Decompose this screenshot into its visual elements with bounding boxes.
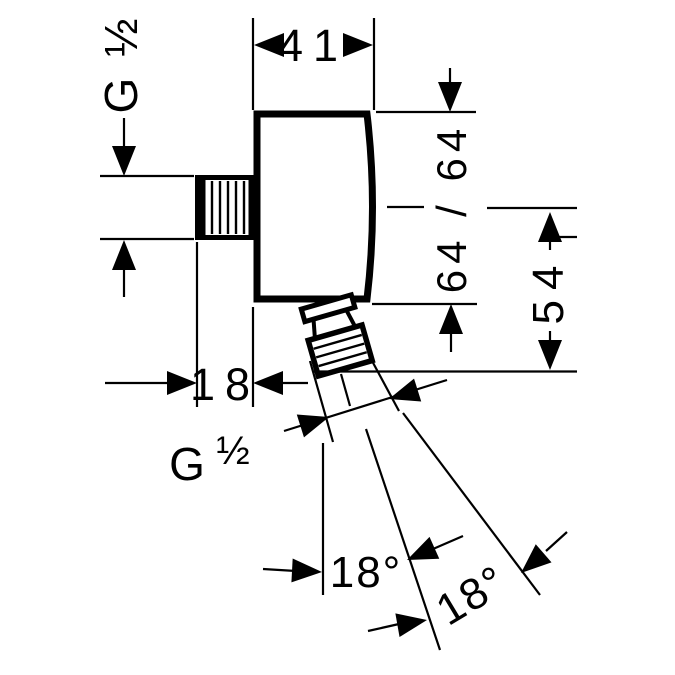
arrow-tail-right: [545, 531, 568, 552]
outlet-edge-extension: [370, 358, 400, 412]
angle-outer-label-group: 18°: [428, 556, 515, 635]
angle-arrow-left: [395, 608, 430, 638]
outlet-thread-hatching: [313, 333, 368, 368]
outlet-axis-line: [364, 428, 442, 651]
body: [253, 110, 376, 303]
dimension-arrow-up: [112, 240, 136, 270]
cone-edge-right: [402, 412, 541, 596]
axis-stub: [339, 373, 352, 407]
outlet-connector: [298, 291, 376, 380]
inlet-thread-label-group: G ½: [95, 15, 147, 114]
arrow-tail-left: [367, 622, 400, 633]
swivel-cone: [308, 358, 577, 651]
dim-height: 64 / 64: [372, 68, 477, 352]
inlet-connector: [195, 175, 254, 240]
dimension-arrow-down: [538, 340, 562, 370]
angle-inner-label: 18°: [330, 548, 403, 597]
inlet-thread-hatching: [210, 181, 246, 234]
dim-inlet-thread: G ½: [95, 15, 194, 297]
dimension-arrow-up: [439, 304, 463, 334]
drop-label-group: 54: [524, 256, 573, 325]
angle-arrow-left: [291, 558, 323, 584]
body-outline: [253, 110, 376, 303]
dim-angle-inner: 18°: [262, 534, 464, 597]
dim-width-label: 41: [278, 20, 348, 71]
dimension-arrow-down: [438, 82, 462, 112]
dim-drop-label: 54: [524, 256, 573, 325]
arrow-tail-right: [432, 534, 464, 551]
outlet-neck: [311, 308, 358, 339]
angle-outer-label: 18°: [428, 556, 515, 635]
outlet-flange: [298, 291, 358, 325]
dim-width: 41: [251, 18, 376, 110]
inlet-collar: [195, 175, 203, 240]
dim-depth: 18: [105, 242, 308, 410]
cone-edge-left: [308, 360, 335, 443]
dim-outlet-thread: G ½: [169, 378, 448, 490]
outlet-thread-label-fraction: ½: [216, 429, 249, 473]
height-label-group: 64 / 64: [428, 123, 475, 293]
inlet-thread-label: G ½: [95, 15, 147, 114]
dim-depth-label: 18: [190, 359, 260, 410]
arrow-tail-left: [262, 567, 297, 573]
outlet-thread-label-g: G: [169, 438, 205, 490]
dim-height-label: 64 / 64: [428, 123, 475, 293]
dimension-arrow-down: [112, 146, 136, 176]
dim-drop: 54: [487, 206, 577, 370]
